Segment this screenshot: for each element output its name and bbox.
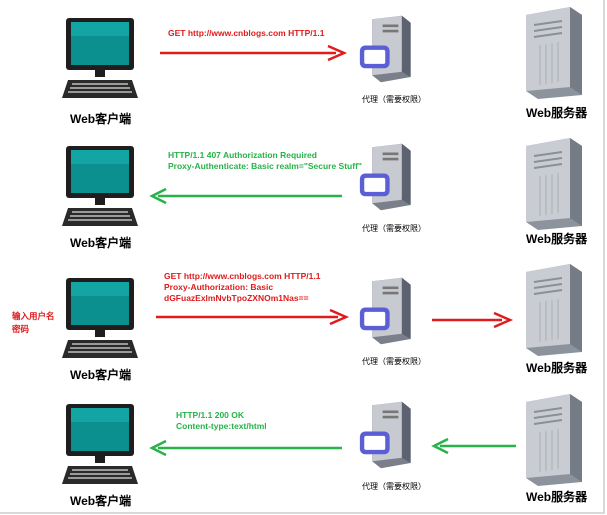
web-server-icon	[526, 394, 582, 486]
proxy-label: 代理（需要权限）	[362, 482, 426, 491]
message-line: GET http://www.cnblogs.com HTTP/1.1	[164, 271, 321, 281]
proxy-server-icon	[359, 143, 411, 211]
note-line: 密码	[12, 324, 30, 334]
client-label: Web客户端	[70, 368, 132, 382]
server-label: Web服务器	[526, 106, 588, 120]
client-computer-icon	[62, 146, 138, 226]
message-line: HTTP/1.1 200 OK	[176, 410, 245, 420]
client-label: Web客户端	[70, 112, 132, 126]
proxy-server-icon	[359, 15, 411, 83]
credentials-note: 输入用户名 密码	[12, 310, 55, 336]
message-line: dGFuazExlmNvbTpoZXNOm1Nas==	[164, 293, 309, 303]
response-arrow	[149, 439, 342, 457]
response-arrow	[149, 187, 342, 205]
proxy-label: 代理（需要权限）	[362, 357, 426, 366]
message-line: Content-type:text/html	[176, 421, 267, 431]
message-line: HTTP/1.1 407 Authorization Required	[168, 150, 317, 160]
proxy-label: 代理（需要权限）	[362, 95, 426, 104]
step-4-row: Web客户端 HTTP/1.1 200 OK Content-type:text…	[0, 386, 603, 512]
server-label: Web服务器	[526, 232, 588, 246]
client-computer-icon	[62, 404, 138, 484]
proxy-server-icon	[359, 277, 411, 345]
client-label: Web客户端	[70, 494, 132, 508]
server-label: Web服务器	[526, 490, 588, 504]
message-line: GET http://www.cnblogs.com HTTP/1.1	[168, 28, 325, 38]
server-response-arrow	[431, 437, 516, 455]
note-line: 输入用户名	[12, 311, 55, 321]
request-arrow	[156, 308, 350, 326]
web-server-icon	[526, 138, 582, 230]
client-computer-icon	[62, 278, 138, 358]
step-3-row: 输入用户名 密码 Web客户端 GET http://www.cnblogs.c…	[0, 256, 603, 386]
step-2-message: HTTP/1.1 407 Authorization Required Prox…	[168, 150, 362, 172]
message-line: Proxy-Authorization: Basic	[164, 282, 274, 292]
web-server-icon	[526, 264, 582, 356]
proxy-label: 代理（需要权限）	[362, 224, 426, 233]
step-1-row: Web客户端 GET http://www.cnblogs.com HTTP/1…	[0, 0, 603, 128]
server-label: Web服务器	[526, 361, 588, 375]
client-computer-icon	[62, 18, 138, 98]
client-label: Web客户端	[70, 236, 132, 250]
message-line: Proxy-Authenticate: Basic realm="Secure …	[168, 161, 362, 171]
forward-request-arrow	[432, 311, 514, 329]
request-arrow	[160, 44, 348, 62]
proxy-server-icon	[359, 401, 411, 469]
step-3-message: GET http://www.cnblogs.com HTTP/1.1 Prox…	[164, 271, 320, 304]
step-2-row: Web客户端 HTTP/1.1 407 Authorization Requir…	[0, 128, 603, 256]
step-1-message: GET http://www.cnblogs.com HTTP/1.1	[168, 28, 324, 39]
step-4-message: HTTP/1.1 200 OK Content-type:text/html	[176, 410, 267, 432]
web-server-icon	[526, 7, 582, 99]
